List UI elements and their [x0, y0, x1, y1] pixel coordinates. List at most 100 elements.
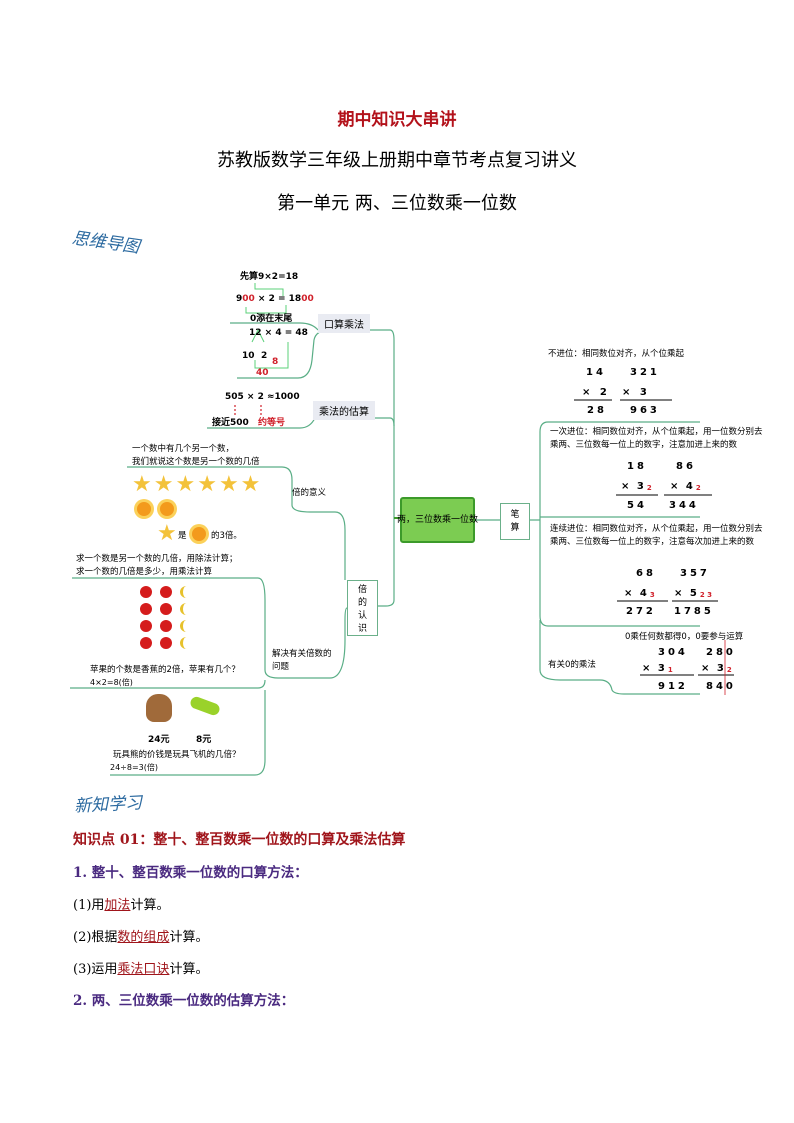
- multi-carry-desc2: 乘两、三位数每一位上的数字，注意每次加进上来的数: [550, 537, 755, 547]
- a2: 24÷8=3(倍): [110, 763, 159, 772]
- star-icon: ★: [132, 472, 152, 497]
- one-carry-desc2: 乘两、三位数每一位上的数字，注意加进上来的数: [550, 440, 738, 450]
- meaning-is: 是: [178, 531, 187, 541]
- rule2: 求一个数的几倍是多少，用乘法计算: [76, 567, 213, 577]
- operand: 68: [636, 568, 656, 579]
- carry-digit: 2: [695, 484, 701, 492]
- multiplier: × 3: [642, 663, 667, 674]
- doc-subtitle: 苏教版数学三年级上册期中章节考点复习讲义: [217, 150, 577, 171]
- product: 272: [626, 606, 656, 617]
- apple-icon: [140, 637, 152, 649]
- carry-digit: 2: [726, 666, 732, 674]
- item-text: 计算。: [169, 962, 209, 977]
- operand: 357: [680, 568, 710, 579]
- eq-part: × 2 = 18: [254, 294, 302, 304]
- rule1: 求一个数是另一个数的几倍，用除法计算；: [76, 554, 238, 564]
- node-times[interactable]: 倍的认识: [347, 580, 378, 636]
- sun-icon: [160, 502, 174, 516]
- section-label: 新知学习: [73, 793, 143, 817]
- apple-icon: [160, 637, 172, 649]
- banana-icon: [180, 620, 193, 632]
- product: 912: [658, 681, 688, 692]
- node-center[interactable]: 两，三位数乘一位数: [397, 497, 478, 543]
- apple-icon: [160, 586, 172, 598]
- multiplier: × 4: [624, 588, 649, 599]
- banana-icon: [180, 586, 193, 598]
- operand: 304: [658, 647, 688, 658]
- carry-digit: 1: [667, 666, 673, 674]
- operand: 86: [676, 461, 696, 472]
- banana-icon: [180, 637, 193, 649]
- estimate-near: 接近500: [212, 418, 249, 428]
- star-icon: ★: [157, 521, 177, 546]
- star-icon: ★: [240, 472, 261, 497]
- star-icon: ★: [153, 472, 174, 497]
- operand: 280: [706, 647, 736, 658]
- product: 28: [587, 405, 607, 416]
- a1: 4×2=8(倍): [90, 678, 133, 687]
- item-text: (1)用: [73, 898, 105, 913]
- price-plane: 8元: [196, 735, 212, 745]
- q1: 苹果的个数是香蕉的2倍，苹果有几个？: [90, 665, 240, 675]
- teddy-bear-image: [146, 694, 172, 722]
- split-2: 2: [261, 351, 268, 361]
- carry-digit: 3: [649, 591, 655, 599]
- eq-zeros: 00: [301, 294, 314, 304]
- apple-icon: [140, 620, 152, 632]
- node-written[interactable]: 笔算: [500, 503, 530, 540]
- stars-row: ★★★★★★: [132, 474, 260, 496]
- split-10: 10: [242, 351, 255, 361]
- operand: 14: [586, 367, 606, 378]
- product: 54: [627, 500, 647, 511]
- apple-icon: [140, 603, 152, 615]
- item-text: 计算。: [169, 930, 209, 945]
- oral-eq2: 12 × 4 = 48: [249, 328, 308, 338]
- fruit-grid: [140, 586, 200, 649]
- price-bear: 24元: [148, 735, 170, 745]
- multi-carry-desc1: 连续进位：相同数位对齐，从个位乘起，用一位数分别去: [550, 524, 763, 534]
- oral-step: 先算9×2=18: [240, 272, 299, 282]
- carry-digit: 2 3: [699, 591, 713, 599]
- apple-icon: [140, 586, 152, 598]
- node-problems[interactable]: 解决有关倍数的问题: [272, 649, 332, 672]
- part-40: 40: [256, 368, 269, 378]
- eq-part: 9: [236, 294, 243, 304]
- node-estimate[interactable]: 乘法的估算: [313, 401, 375, 420]
- item-text: (3)运用: [73, 962, 118, 977]
- star-icon: ★: [197, 472, 217, 497]
- product: 344: [669, 500, 699, 511]
- one-carry-desc1: 一次进位：相同数位对齐，从个位乘起，用一位数分别去: [550, 427, 763, 437]
- operand: 18: [627, 461, 647, 472]
- method-item: (1)用加法计算。: [73, 894, 169, 913]
- oral-equation: 900 × 2 = 1800: [236, 294, 314, 304]
- node-zero[interactable]: 有关0的乘法: [548, 660, 596, 670]
- method-item: (2)根据数的组成计算。: [73, 926, 208, 945]
- item-keyword: 数的组成: [117, 930, 170, 945]
- sun-icon: [137, 502, 151, 516]
- sun-icon: [192, 527, 206, 541]
- banana-icon: [180, 603, 193, 615]
- eq-zeros: 00: [242, 294, 255, 304]
- part-8: 8: [272, 357, 279, 367]
- meaning-times: 的3倍。: [211, 531, 242, 541]
- estimate-approx: 约等号: [258, 418, 286, 428]
- method-item: (3)运用乘法口诀计算。: [73, 958, 208, 977]
- multiplier: × 4: [670, 481, 695, 492]
- star-icon: ★: [218, 472, 239, 497]
- meaning-line2: 我们就说这个数是另一个数的几倍: [132, 457, 260, 467]
- multiplier: × 5: [674, 588, 699, 599]
- no-carry-desc: 不进位：相同数位对齐，从个位乘起: [548, 349, 685, 359]
- item-text: (2)根据: [73, 930, 118, 945]
- node-oral[interactable]: 口算乘法: [318, 314, 370, 333]
- subheading-2: 2. 两、三位数乘一位数的估算方法：: [73, 993, 295, 1009]
- item-keyword: 加法: [104, 898, 131, 913]
- zero-desc: 0乘任何数都得0，0要参与运算: [625, 632, 744, 642]
- node-meaning[interactable]: 倍的意义: [292, 488, 327, 498]
- carry-digit: 2: [646, 484, 652, 492]
